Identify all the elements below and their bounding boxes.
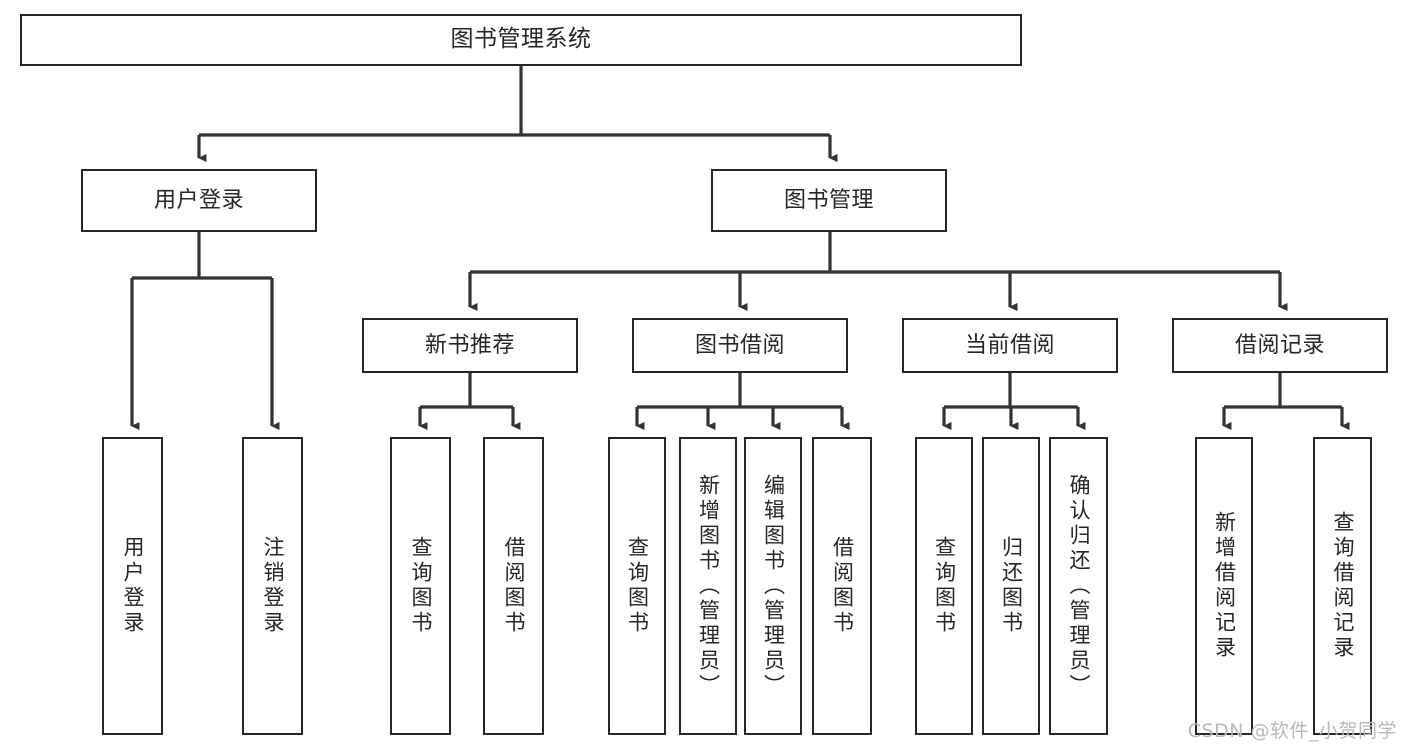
- leaf-add-borrow-record[interactable]: 新增借阅记录: [1195, 437, 1253, 735]
- node-new-book-recommend[interactable]: 新书推荐: [362, 318, 578, 373]
- leaf-user-login-label: 用户登录: [121, 536, 145, 636]
- csdn-watermark: CSDN @软件_小贺同学: [1187, 720, 1397, 742]
- leaf-borrow-book-newbook-label: 借阅图书: [502, 536, 526, 636]
- leaf-confirm-return-admin-label: 确认归还（管理员）: [1067, 474, 1091, 699]
- leaf-edit-book-admin[interactable]: 编辑图书（管理员）: [744, 437, 802, 735]
- node-current-borrow-label: 当前借阅: [964, 332, 1055, 358]
- node-new-book-recommend-label: 新书推荐: [424, 332, 515, 358]
- leaf-logout-login-label: 注销登录: [261, 536, 285, 636]
- node-borrow-record[interactable]: 借阅记录: [1172, 318, 1388, 373]
- leaf-borrow-book[interactable]: 借阅图书: [812, 437, 872, 735]
- node-current-borrow[interactable]: 当前借阅: [902, 318, 1118, 373]
- leaf-query-borrow-record-label: 查询借阅记录: [1331, 511, 1355, 661]
- node-root[interactable]: 图书管理系统: [20, 14, 1022, 66]
- node-root-label: 图书管理系统: [450, 26, 592, 53]
- leaf-query-book-current[interactable]: 查询图书: [915, 437, 973, 735]
- leaf-borrow-book-label: 借阅图书: [830, 536, 855, 636]
- node-user-login-label: 用户登录: [153, 187, 244, 213]
- node-borrow-record-label: 借阅记录: [1234, 332, 1325, 358]
- leaf-add-book-admin-label: 新增图书（管理员）: [696, 474, 721, 699]
- node-book-management[interactable]: 图书管理: [711, 169, 947, 232]
- node-user-login[interactable]: 用户登录: [81, 169, 317, 232]
- leaf-add-borrow-record-label: 新增借阅记录: [1212, 511, 1237, 661]
- leaf-add-book-admin[interactable]: 新增图书（管理员）: [679, 437, 737, 735]
- leaf-query-borrow-record[interactable]: 查询借阅记录: [1313, 437, 1372, 735]
- leaf-user-login[interactable]: 用户登录: [102, 437, 163, 735]
- leaf-query-book-current-label: 查询图书: [932, 536, 957, 636]
- leaf-edit-book-admin-label: 编辑图书（管理员）: [761, 474, 786, 699]
- node-book-borrow-label: 图书借阅: [694, 332, 785, 358]
- leaf-query-book-newbook[interactable]: 查询图书: [390, 437, 451, 735]
- leaf-return-book[interactable]: 归还图书: [982, 437, 1040, 735]
- leaf-confirm-return-admin[interactable]: 确认归还（管理员）: [1049, 437, 1108, 735]
- leaf-return-book-label: 归还图书: [999, 536, 1024, 636]
- leaf-borrow-book-newbook[interactable]: 借阅图书: [483, 437, 544, 735]
- leaf-query-book-newbook-label: 查询图书: [409, 536, 433, 636]
- node-book-borrow[interactable]: 图书借阅: [632, 318, 848, 373]
- leaf-query-book-borrow[interactable]: 查询图书: [608, 437, 666, 735]
- node-book-management-label: 图书管理: [783, 187, 874, 213]
- leaf-query-book-borrow-label: 查询图书: [625, 536, 650, 636]
- leaf-logout-login[interactable]: 注销登录: [242, 437, 303, 735]
